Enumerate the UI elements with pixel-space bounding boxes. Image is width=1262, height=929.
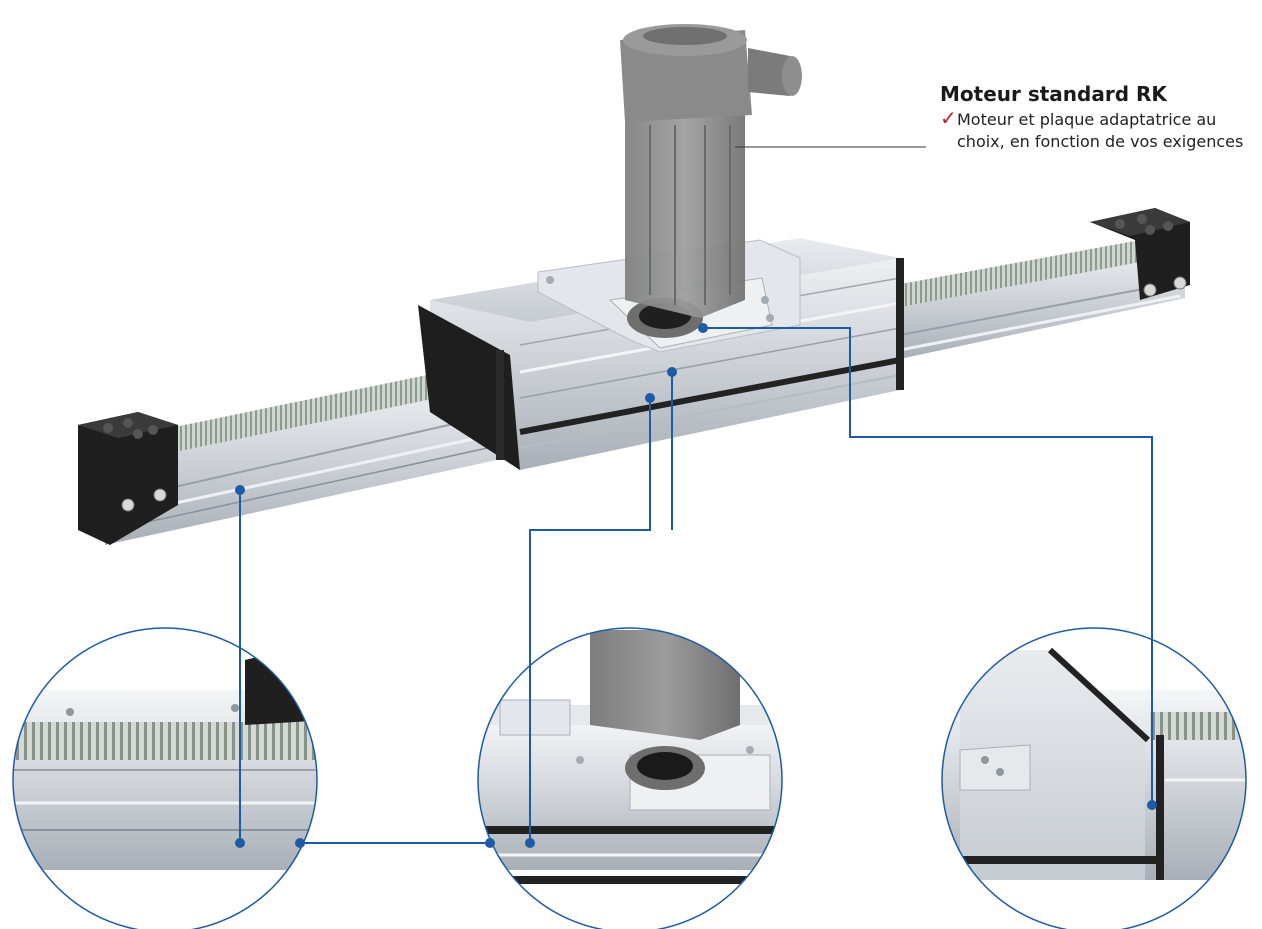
right-end-cap <box>1090 208 1190 300</box>
zoom-detail-motor-mount <box>477 627 783 929</box>
right-gear-rack <box>885 240 1140 310</box>
left-gear-rack <box>160 360 500 455</box>
zoom-detail-rack-and-rail <box>12 627 318 929</box>
callout-title: Moteur standard RK <box>940 82 1167 106</box>
carriage-seal-strip <box>519 357 901 435</box>
leader-dots <box>235 323 1157 848</box>
motor <box>620 24 802 338</box>
leader-lines <box>239 327 1153 844</box>
left-end-cap <box>78 412 178 545</box>
zoom-detail-carriage-joint <box>941 627 1247 929</box>
linear-axis <box>78 24 1190 545</box>
check-icon: ✓ <box>940 106 957 130</box>
motor-callout: Moteur standard RK ✓ Moteur et plaque ad… <box>940 80 1250 153</box>
callout-text: Moteur et plaque adaptatrice au choix, e… <box>957 110 1244 151</box>
callout-item: ✓ Moteur et plaque adaptatrice au choix,… <box>940 106 1250 153</box>
carriage-end-plate <box>418 305 520 470</box>
